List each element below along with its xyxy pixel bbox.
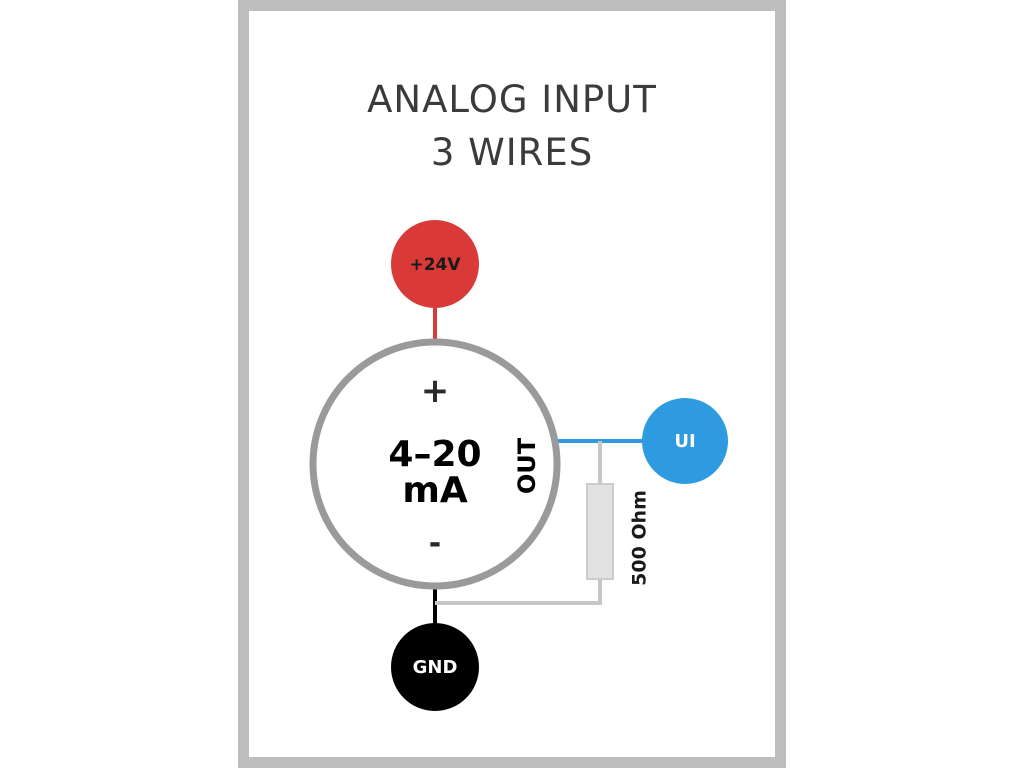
sensor-circle bbox=[309, 338, 561, 590]
ground-node bbox=[391, 623, 479, 711]
diagram-title-line-1: ANALOG INPUT bbox=[367, 78, 657, 121]
sensor-current-unit: mA bbox=[402, 470, 468, 511]
ground-node-label: GND bbox=[413, 657, 458, 678]
input-node-label: UI bbox=[674, 431, 695, 452]
sensor-current-range: 4–20 bbox=[388, 434, 481, 475]
sensor-plus-terminal: + bbox=[421, 371, 450, 411]
resistor-return-wire bbox=[435, 579, 602, 605]
diagram-title-line-2: 3 WIRES bbox=[431, 131, 593, 174]
input-node bbox=[642, 398, 728, 484]
sensor-out-terminal: OUT bbox=[513, 437, 541, 494]
resistor-label: 500 Ohm bbox=[629, 490, 651, 586]
supply-node-label: +24V bbox=[409, 255, 461, 275]
sensor-minus-terminal: - bbox=[429, 526, 441, 561]
resistor bbox=[586, 483, 614, 580]
supply-node bbox=[391, 220, 479, 308]
